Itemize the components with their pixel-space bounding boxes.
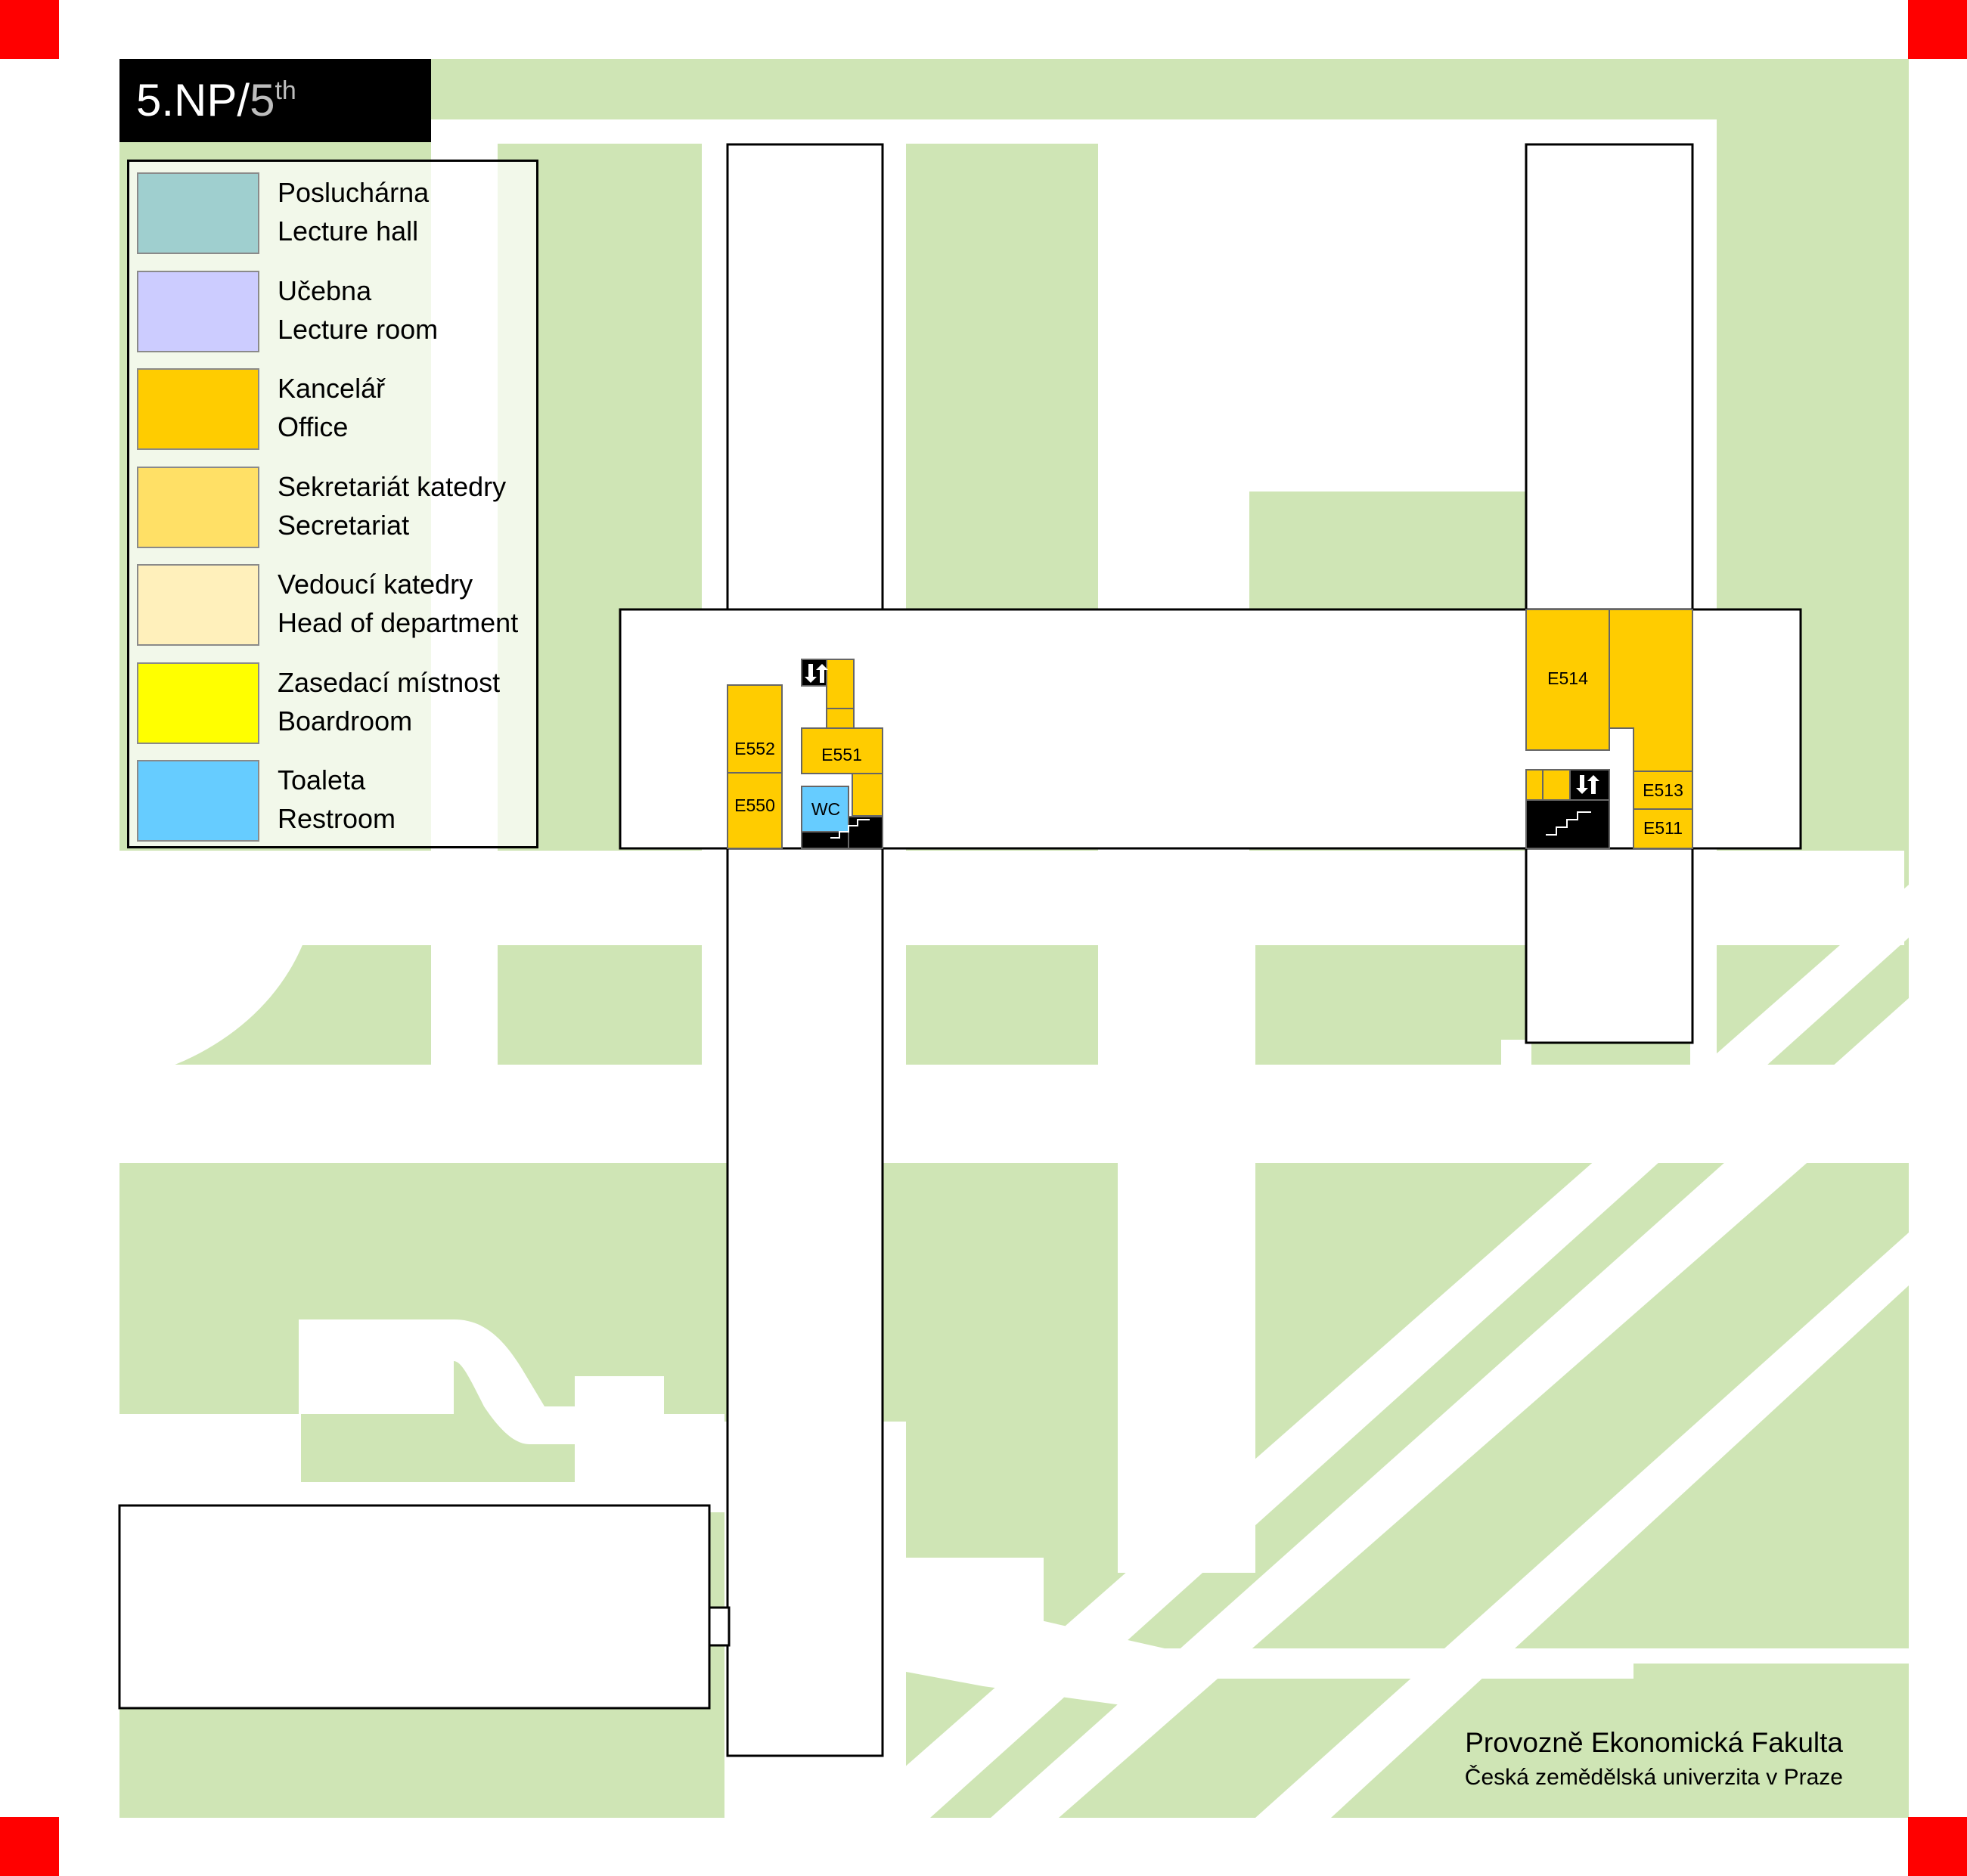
legend-swatch	[137, 467, 259, 548]
legend-swatch	[137, 760, 259, 842]
floor-number-en: 5	[250, 75, 275, 126]
legend-swatch	[137, 662, 259, 744]
office-small-a	[1525, 769, 1544, 801]
legend-label-en: Restroom	[278, 803, 396, 834]
legend-label-cz: Posluchárna	[278, 177, 430, 208]
legend-label-en: Secretariat	[278, 510, 410, 541]
room-label-e552: E552	[734, 739, 775, 758]
stairs-icon	[1546, 811, 1591, 836]
faculty-name: Provozně Ekonomická Fakulta	[1465, 1727, 1843, 1758]
elevator-east	[1569, 769, 1610, 801]
legend-label-en: Head of department	[278, 607, 519, 638]
legend-label-cz: Zasedací místnost	[278, 667, 501, 698]
legend-label-en: Lecture room	[278, 314, 439, 345]
legend-label-cz: Kancelář	[278, 373, 386, 404]
room-label-e511: E511	[1643, 818, 1683, 838]
room-label-e513: E513	[1643, 780, 1683, 800]
legend-item-office: Kancelář Office	[137, 365, 530, 450]
university-name: Česká zemědělská univerzita v Praze	[1464, 1765, 1843, 1790]
room-label-e551: E551	[821, 745, 862, 764]
office-e511	[1633, 808, 1693, 849]
legend-label-en: Lecture hall	[278, 216, 419, 247]
office-e513	[1633, 771, 1693, 810]
legend-item-secretariat: Sekretariát katedry Secretariat	[137, 464, 530, 548]
legend-label-en: Boardroom	[278, 705, 413, 736]
legend-label-en: Office	[278, 411, 349, 442]
connector	[708, 1606, 731, 1647]
legend-swatch	[137, 368, 259, 450]
west-wing	[726, 143, 884, 1757]
legend-swatch	[137, 271, 259, 352]
stair-block-west-b	[848, 816, 883, 849]
room-label-e550: E550	[734, 795, 775, 815]
office-e550	[727, 772, 783, 849]
legend-item-boardroom: Zasedací místnost Boardroom	[137, 659, 530, 744]
legend-label-cz: Vedoucí katedry	[278, 569, 473, 600]
office-small-b	[1542, 769, 1571, 801]
office-small-mid	[826, 708, 855, 729]
floor-title-en: 5th	[250, 75, 296, 126]
office-e552	[727, 684, 783, 774]
floor-title: 5.NP/5th	[119, 59, 431, 142]
legend-swatch	[137, 172, 259, 254]
restroom-wc	[801, 786, 849, 833]
room-label-e514: E514	[1547, 668, 1588, 688]
legend-label-cz: Učebna	[278, 275, 372, 306]
east-core	[1525, 609, 1693, 849]
legend-item-restroom: Toaleta Restroom	[137, 757, 530, 842]
floor-suffix-en: th	[275, 76, 296, 105]
office-small-top	[826, 659, 855, 709]
legend-swatch	[137, 564, 259, 646]
east-wing	[1525, 143, 1694, 1044]
stairs-icon	[830, 819, 870, 839]
west-core	[727, 659, 883, 849]
legend-label-cz: Toaleta	[278, 764, 366, 795]
legend-item-lecture-hall: Posluchárna Lecture hall	[137, 169, 530, 254]
room-label-wc: WC	[811, 799, 840, 819]
office-side	[852, 773, 883, 817]
legend: Posluchárna Lecture hall Učebna Lecture …	[127, 160, 538, 848]
legend-item-lecture-room: Učebna Lecture room	[137, 268, 530, 352]
legend-item-head-of-department: Vedoucí katedry Head of department	[137, 561, 530, 646]
map-caption: Provozně Ekonomická Fakulta Česká zemědě…	[1465, 1727, 1843, 1791]
stair-block-east	[1525, 799, 1610, 849]
elevator-icon	[805, 664, 828, 683]
elevator-icon	[1576, 775, 1599, 794]
office-e514	[1525, 609, 1610, 751]
floor-title-cz: 5.NP/	[136, 75, 250, 126]
legend-label-cz: Sekretariát katedry	[278, 471, 507, 502]
south-west-building	[118, 1504, 711, 1710]
